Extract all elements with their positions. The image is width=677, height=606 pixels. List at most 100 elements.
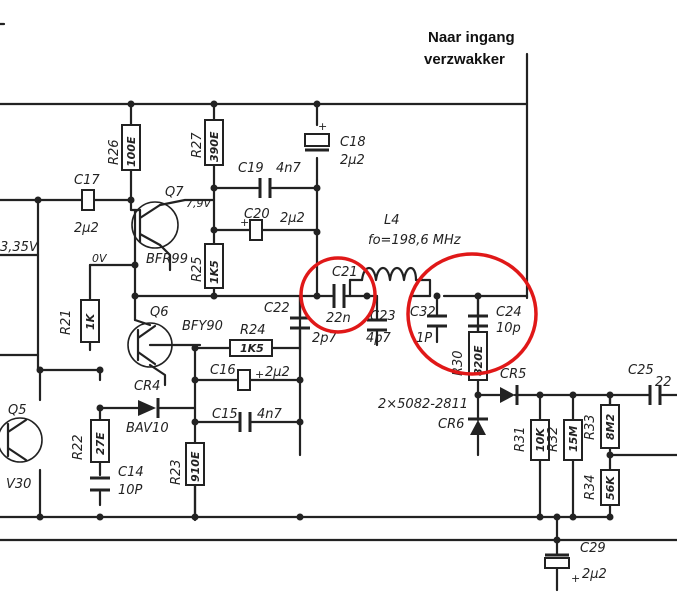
svg-text:+: +: [318, 120, 327, 133]
svg-text:C24: C24: [496, 305, 522, 320]
svg-text:2µ2: 2µ2: [582, 567, 607, 582]
svg-text:C32: C32: [410, 305, 436, 320]
svg-text:C15: C15: [212, 407, 238, 422]
inductor-l4: L4 fo=198,6 MHz: [348, 213, 462, 298]
capacitor-c24: C24 10p: [468, 305, 522, 336]
svg-text:Q6: Q6: [150, 305, 169, 320]
svg-text:56K: 56K: [604, 475, 617, 500]
svg-text:2×5082-2811: 2×5082-2811: [378, 397, 468, 412]
svg-text:C14: C14: [118, 465, 144, 480]
junction-dots: [34, 100, 614, 544]
svg-text:1K5: 1K5: [208, 260, 221, 284]
capacitor-c14: C14 10P: [90, 465, 144, 498]
svg-text:10p: 10p: [496, 321, 521, 336]
svg-text:R25: R25: [190, 256, 205, 282]
svg-text:C25: C25: [628, 363, 654, 378]
svg-text:C29: C29: [580, 541, 606, 556]
resistor-r26: 100E R26: [107, 124, 141, 171]
capacitor-c19: C19 4n7: [238, 161, 302, 198]
svg-text:4n7: 4n7: [257, 407, 283, 422]
resistor-r34: 56K R34: [583, 469, 620, 506]
capacitor-c21: C21 22n: [326, 265, 358, 326]
transistor-q6: Q6 BFY90: [127, 305, 223, 368]
svg-text:C19: C19: [238, 161, 264, 176]
resistor-r25: 1K5 R25: [190, 243, 224, 289]
svg-text:27E: 27E: [94, 432, 107, 455]
voltage-labels: 3,35V 0V: [0, 240, 108, 265]
svg-text:3,35V: 3,35V: [0, 240, 39, 255]
svg-text:C17: C17: [74, 173, 100, 188]
capacitor-c18: + C18 2µ2: [304, 120, 366, 168]
svg-text:CR6: CR6: [438, 417, 464, 432]
output-annotation: Naar ingang verzwakker: [424, 29, 515, 68]
svg-text:2µ2: 2µ2: [265, 365, 290, 380]
svg-text:C23: C23: [370, 309, 396, 324]
svg-text:CR4: CR4: [134, 379, 160, 394]
svg-text:1K: 1K: [84, 312, 97, 330]
resistor-r31: 10K R31: [513, 419, 550, 461]
svg-text:R24: R24: [240, 323, 266, 338]
svg-text:R32: R32: [546, 426, 561, 452]
svg-text:22n: 22n: [326, 311, 351, 326]
svg-text:C16: C16: [210, 363, 236, 378]
svg-text:BFY90: BFY90: [182, 319, 223, 334]
svg-text:+: +: [240, 216, 249, 229]
capacitor-c23: C23 4p7: [366, 309, 396, 346]
capacitor-c20: + C20 2µ2: [240, 207, 305, 241]
capacitor-c17: C17 2µ2: [74, 173, 100, 236]
capacitor-c29: + C29 2µ2: [544, 541, 607, 585]
resistor-r21: 1K R21: [59, 299, 100, 343]
svg-text:Q7: Q7: [165, 185, 184, 200]
svg-text:+: +: [255, 368, 264, 381]
resistor-r33: 8M2 R33: [583, 404, 620, 449]
svg-text:Naar ingang: Naar ingang: [428, 29, 515, 46]
svg-text:C18: C18: [340, 135, 366, 150]
resistor-r24: 1K5 R24: [229, 323, 273, 357]
svg-text:8M2: 8M2: [604, 413, 617, 440]
diode-cr5: CR5: [500, 367, 526, 405]
svg-text:R27: R27: [190, 132, 205, 158]
resistor-r30: 820E R30: [451, 331, 488, 381]
svg-text:2µ2: 2µ2: [74, 221, 99, 236]
svg-text:7,9V: 7,9V: [186, 197, 212, 210]
svg-text:+: +: [571, 572, 580, 585]
svg-text:R26: R26: [107, 139, 122, 165]
wiring: [0, 22, 677, 592]
svg-text:R31: R31: [513, 426, 528, 452]
svg-text:2µ2: 2µ2: [280, 211, 305, 226]
diode-cr4: CR4 BAV10: [126, 379, 169, 436]
svg-text:R33: R33: [583, 414, 598, 440]
svg-text:4p7: 4p7: [366, 331, 392, 346]
svg-text:R34: R34: [583, 474, 598, 500]
svg-text:390E: 390E: [208, 131, 221, 162]
capacitor-c32: C32 1P: [410, 305, 447, 346]
resistor-r27: 390E R27: [190, 119, 224, 166]
diode-cr6: CR6 2×5082-2811: [378, 397, 488, 435]
svg-text:C21: C21: [332, 265, 358, 280]
svg-text:C22: C22: [264, 301, 290, 316]
svg-text:4n7: 4n7: [276, 161, 302, 176]
svg-text:R23: R23: [169, 459, 184, 485]
highlight-ring-c21: [299, 256, 377, 334]
svg-text:R22: R22: [71, 434, 86, 460]
svg-text:C20: C20: [244, 207, 270, 222]
svg-text:BFR99: BFR99: [146, 252, 188, 267]
svg-text:2µ2: 2µ2: [340, 153, 365, 168]
svg-text:2p7: 2p7: [312, 331, 338, 346]
svg-text:100E: 100E: [125, 136, 138, 167]
svg-text:910E: 910E: [189, 451, 202, 482]
svg-text:15M: 15M: [567, 426, 580, 452]
svg-text:1P: 1P: [416, 331, 432, 346]
svg-text:820E: 820E: [472, 345, 485, 376]
svg-text:0V: 0V: [92, 252, 108, 265]
transistor-q5: Q5 V30: [0, 403, 43, 492]
resistor-r23: 910E R23: [169, 442, 205, 486]
svg-text:R30: R30: [451, 350, 466, 376]
svg-text:BAV10: BAV10: [126, 421, 169, 436]
svg-text:1K5: 1K5: [240, 342, 264, 355]
capacitor-c16: C16 + 2µ2: [210, 363, 290, 391]
svg-text:verzwakker: verzwakker: [424, 51, 505, 68]
svg-text:V30: V30: [6, 477, 31, 492]
svg-text:L4: L4: [384, 213, 400, 228]
capacitor-c22: C22 2p7: [264, 301, 338, 346]
